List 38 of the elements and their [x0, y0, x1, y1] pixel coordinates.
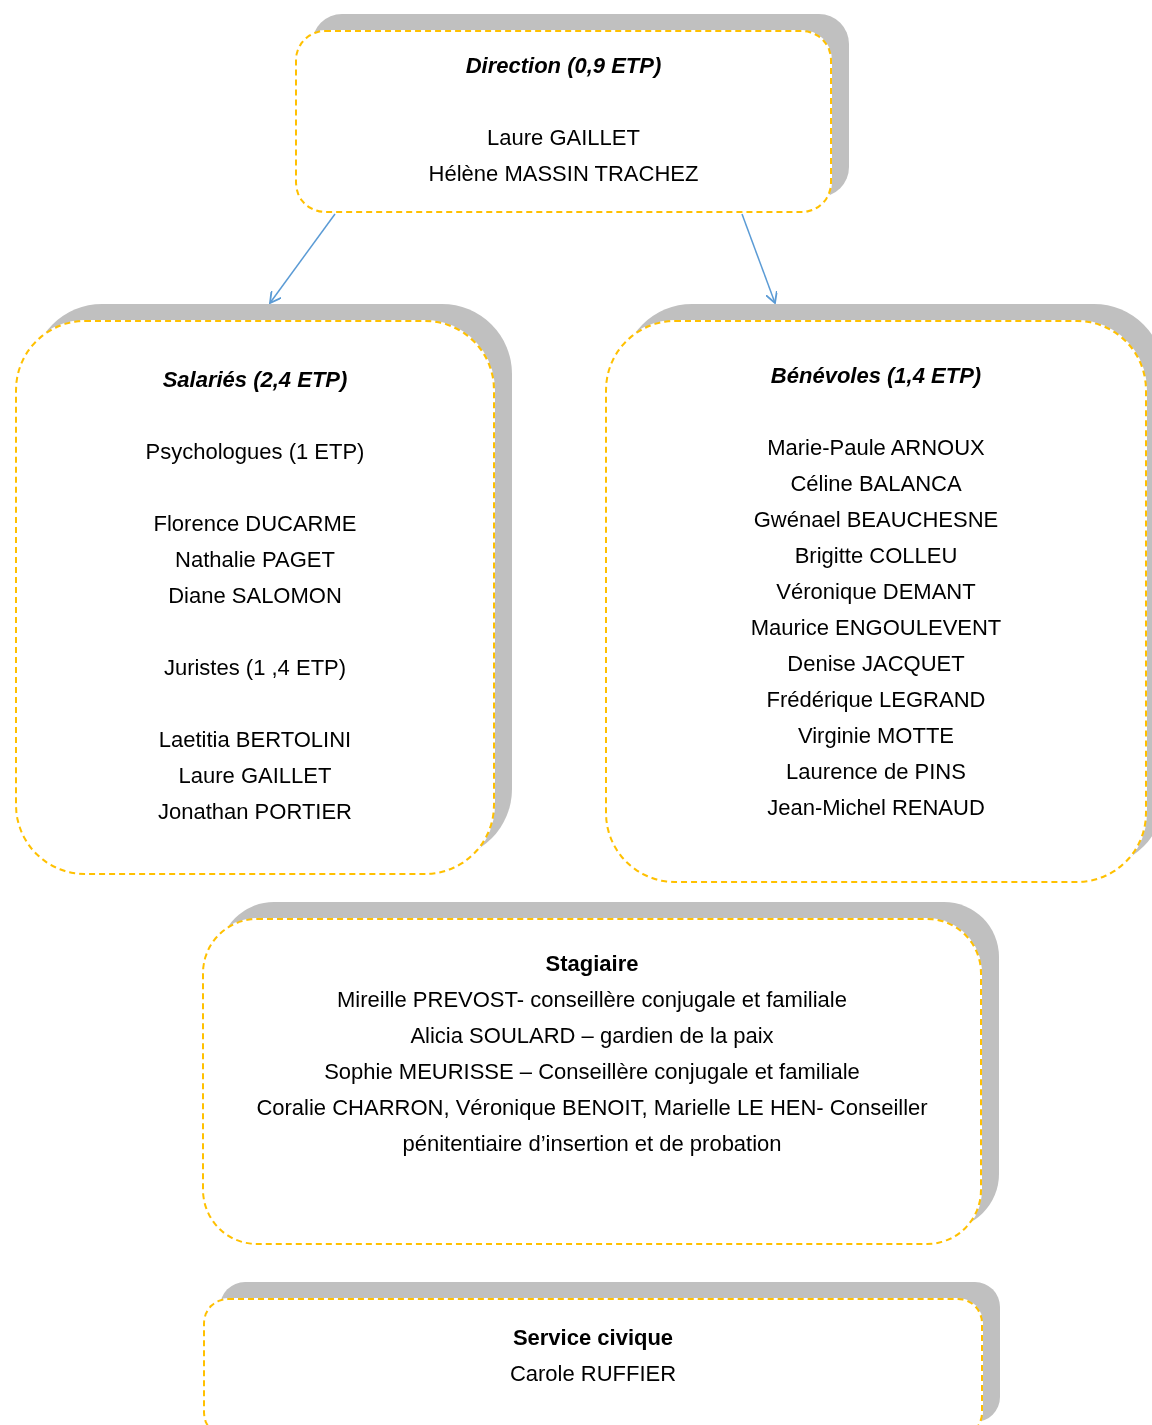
group-box — [202, 918, 982, 1245]
box-text: Hélène MASSIN TRACHEZ — [427, 160, 700, 188]
box-text: Laurence de PINS — [785, 758, 967, 786]
box-text: Denise JACQUET — [786, 650, 966, 678]
box-heading: Direction (0,9 ETP) — [464, 52, 663, 80]
box-text: Diane SALOMON — [167, 582, 343, 610]
box-text: Carole RUFFIER — [508, 1360, 678, 1388]
box-text: Nathalie PAGET — [174, 546, 336, 574]
box-text: Marie-Paule ARNOUX — [766, 434, 986, 462]
box-heading: Stagiaire — [544, 950, 640, 978]
box-text: Laure GAILLET — [177, 762, 333, 790]
box-text: Jonathan PORTIER — [157, 798, 353, 826]
box-text: Frédérique LEGRAND — [765, 686, 987, 714]
box-heading: Service civique — [511, 1324, 675, 1352]
box-text: Florence DUCARME — [152, 510, 358, 538]
group-box — [295, 30, 832, 213]
box-text: Mireille PREVOST- conseillère conjugale et familiale — [336, 986, 848, 1014]
box-text: Laure GAILLET — [486, 124, 641, 152]
box-text: Laetitia BERTOLINI — [157, 726, 353, 754]
arrow — [269, 213, 336, 304]
box-text: Virginie MOTTE — [796, 722, 956, 750]
box-text: Sophie MEURISSE – Conseillère conjugale et familiale — [323, 1058, 861, 1086]
box-text: Jean-Michel RENAUD — [766, 794, 986, 822]
box-text: Brigitte COLLEU — [793, 542, 959, 570]
box-text: Coralie CHARRON, Véronique BENOIT, Marielle LE HEN- Conseiller pénitentiaire d’insertion et de probation — [255, 1094, 929, 1158]
box-heading: Bénévoles (1,4 ETP) — [769, 362, 983, 390]
box-text: Alicia SOULARD – gardien de la paix — [409, 1022, 775, 1050]
box-text: Maurice ENGOULEVENT — [749, 614, 1003, 642]
box-text: Gwénael BEAUCHESNE — [752, 506, 1000, 534]
group-box — [15, 320, 495, 875]
group-box — [605, 320, 1147, 883]
box-text: Juristes (1 ,4 ETP) — [162, 654, 348, 682]
group-box — [203, 1298, 983, 1425]
box-text: Véronique DEMANT — [775, 578, 977, 606]
arrow — [741, 213, 778, 304]
box-text: Céline BALANCA — [789, 470, 963, 498]
box-heading: Salariés (2,4 ETP) — [161, 366, 349, 394]
box-text: Psychologues (1 ETP) — [144, 438, 366, 466]
